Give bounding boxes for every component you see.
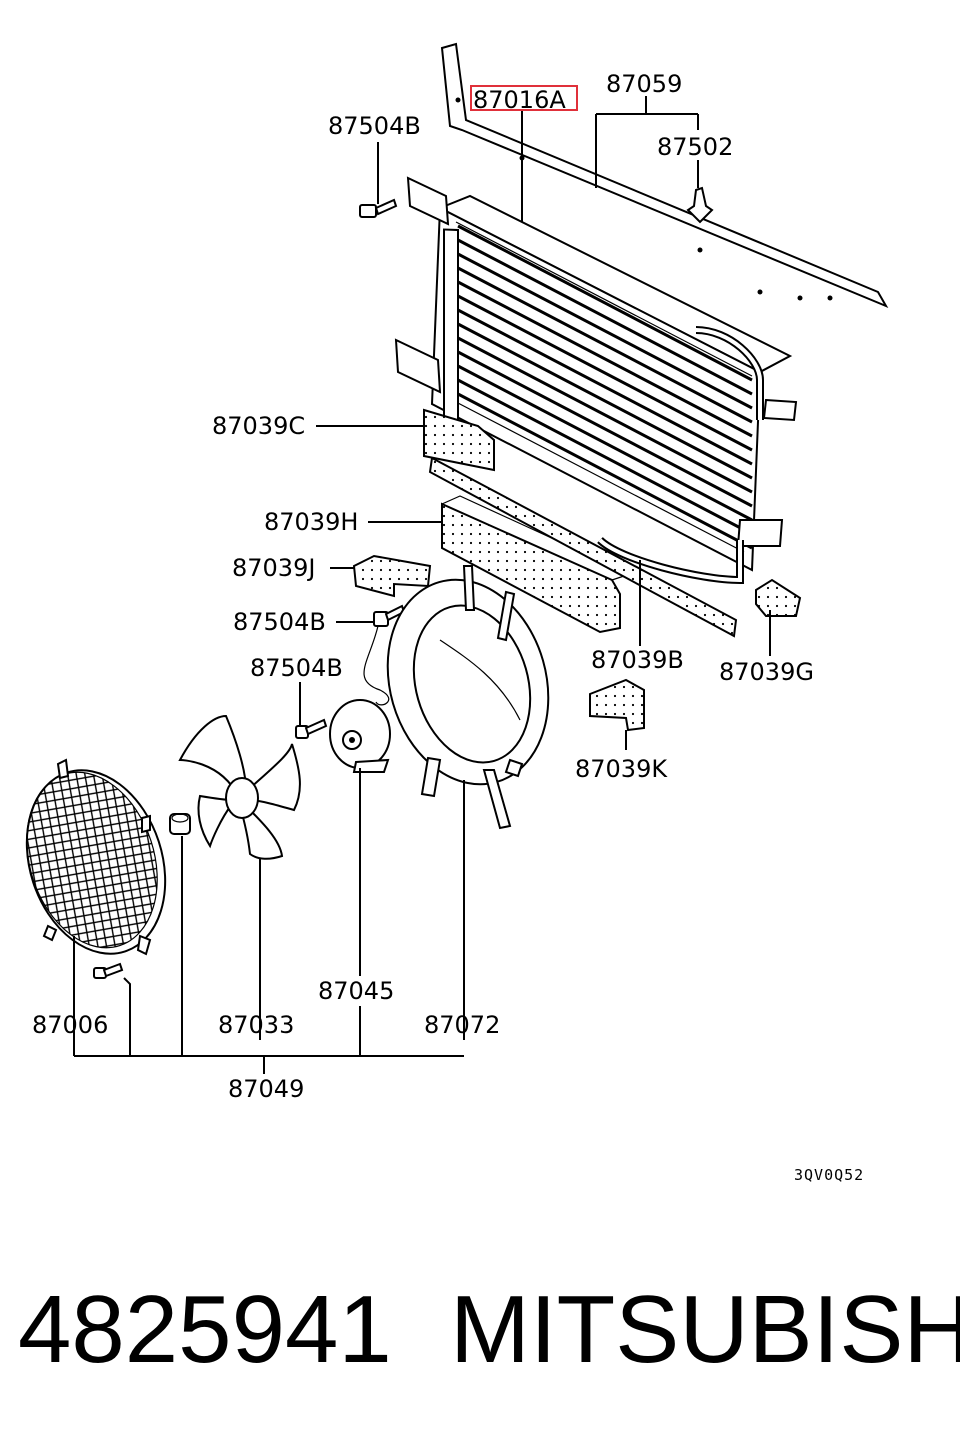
label-87049: 87049 (228, 1075, 304, 1103)
label-87072: 87072 (424, 1011, 500, 1039)
label-87039H: 87039H (264, 508, 358, 536)
bolt-grille (93, 962, 124, 979)
label-87504B-mid: 87504B (233, 608, 326, 636)
label-87045: 87045 (318, 977, 394, 1005)
fan-shroud (386, 565, 550, 830)
label-87039G: 87039G (719, 658, 814, 686)
label-87033: 87033 (218, 1011, 294, 1039)
seal-87039J (352, 554, 432, 598)
label-87502: 87502 (657, 133, 733, 161)
seal-87039K (589, 678, 645, 732)
label-87039K: 87039K (575, 755, 668, 783)
fan-motor (329, 625, 391, 773)
label-87006: 87006 (32, 1011, 108, 1039)
label-87039J: 87039J (232, 554, 315, 582)
label-87059: 87059 (606, 70, 682, 98)
bolt-top (359, 198, 398, 218)
nut (169, 813, 191, 835)
label-87504B-low: 87504B (250, 654, 343, 682)
part-number: 4825941 (18, 1276, 392, 1383)
fan-blade (178, 714, 301, 860)
seal-87039C (423, 408, 495, 472)
seal-87039G (755, 578, 802, 617)
condenser-assembly (394, 176, 798, 585)
exploded-parts-diagram: 87059 87016A 87502 87504B 87039C 87039H … (20, 42, 889, 1184)
highlight-box (470, 85, 578, 111)
label-87504B-top: 87504B (328, 112, 421, 140)
label-87039C: 87039C (212, 412, 305, 440)
leader-lines (73, 96, 771, 1074)
upper-mounting-strip (440, 42, 889, 309)
bolt-lower (295, 718, 328, 739)
fan-grille (20, 758, 170, 960)
seal-87039B (428, 456, 738, 638)
label-87016A: 87016A (473, 86, 566, 114)
label-87039B: 87039B (591, 646, 684, 674)
drawing-code: 3QV0Q52 (794, 1166, 864, 1184)
brand-name: MITSUBISHI (450, 1276, 960, 1383)
clip-87502 (686, 186, 714, 224)
